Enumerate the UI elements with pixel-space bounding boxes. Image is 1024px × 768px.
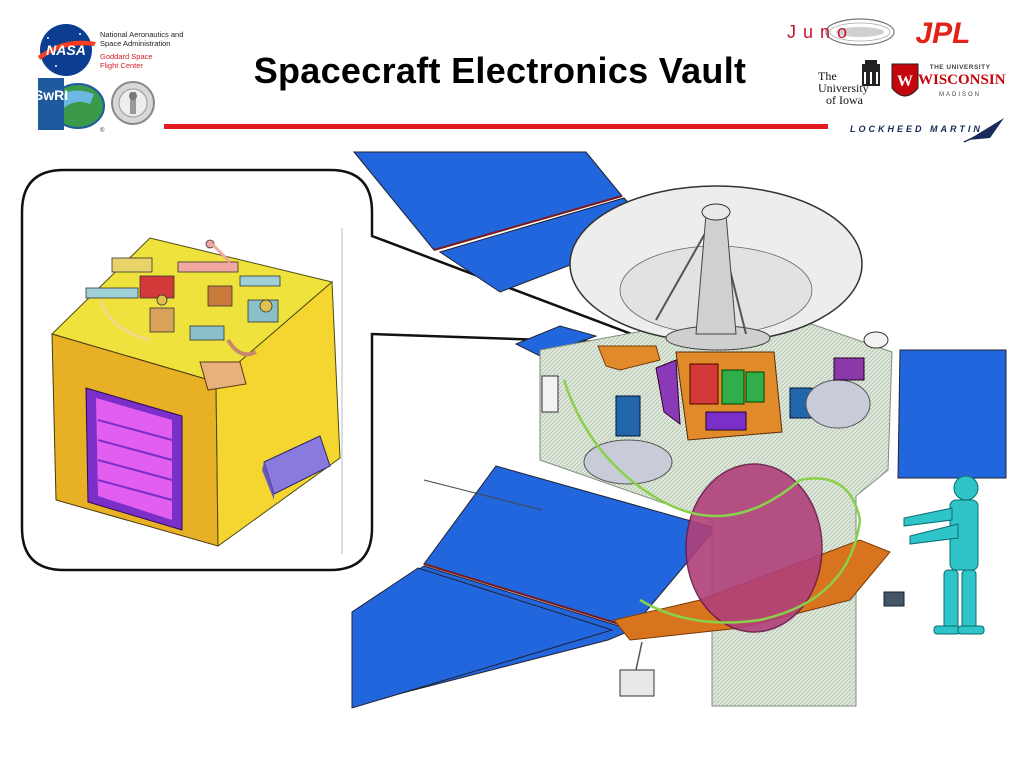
iowa-line2: University bbox=[818, 81, 869, 95]
orange-boom bbox=[597, 345, 661, 371]
sensor-left bbox=[541, 375, 559, 413]
purple-box-right bbox=[833, 357, 865, 381]
solar-panel-right bbox=[897, 349, 1007, 479]
wisconsin-line1: THE UNIVERSITY bbox=[929, 64, 991, 71]
green-cable-harness bbox=[562, 379, 862, 624]
jhu-apl-seal-icon bbox=[111, 81, 155, 125]
cylinder-right bbox=[805, 379, 871, 429]
juno-wordmark: Juno bbox=[787, 22, 855, 42]
lockheed-martin-star-icon bbox=[963, 118, 1004, 143]
swri-logo-icon: SwRI ® bbox=[36, 78, 105, 134]
vault-top-plumbing bbox=[85, 239, 281, 357]
iowa-wordmark: The University of Iowa bbox=[818, 70, 882, 106]
title-underline-rule bbox=[164, 124, 828, 129]
svg-text:W: W bbox=[897, 73, 913, 90]
nasa-center-line2: Flight Center bbox=[100, 61, 143, 70]
jpl-logo-icon: JPL bbox=[915, 17, 970, 48]
nasa-center-text: National Aeronautics and Space Administr… bbox=[100, 30, 192, 70]
iowa-line1: The bbox=[818, 69, 837, 83]
lockheed-martin-wordmark: LOCKHEED MARTIN bbox=[850, 124, 983, 134]
blue-component-left bbox=[615, 395, 641, 437]
vault-inset-model bbox=[51, 228, 343, 554]
nasa-name-line1: National Aeronautics and bbox=[100, 30, 184, 39]
solar-panel-bottom-left bbox=[351, 465, 717, 709]
nasa-center-line1: Goddard Space bbox=[100, 52, 153, 61]
propellant-tank bbox=[685, 463, 823, 633]
swri-mark: SwRI bbox=[36, 87, 68, 103]
nasa-name-line2: Space Administration bbox=[100, 39, 171, 48]
spacecraft-vault-illustration bbox=[20, 151, 1007, 709]
nasa-mark: NASA bbox=[46, 42, 86, 58]
slide-title: Spacecraft Electronics Vault bbox=[253, 50, 747, 91]
nasa-logo-icon: NASA bbox=[38, 24, 96, 76]
wisconsin-line2: WISCONSIN bbox=[918, 72, 1006, 88]
thruster-cluster bbox=[883, 591, 905, 607]
electronics-vault-inside bbox=[655, 351, 783, 441]
university-of-iowa-logo-icon bbox=[862, 60, 880, 86]
magnetometer-boom bbox=[423, 479, 543, 511]
astronaut-figure bbox=[903, 475, 985, 635]
jpl-wordmark: JPL bbox=[915, 17, 970, 48]
svg-text:®: ® bbox=[100, 127, 105, 134]
sensor-bottom bbox=[619, 669, 655, 697]
cylinder-left bbox=[583, 439, 673, 485]
iowa-line3: of Iowa bbox=[826, 93, 863, 107]
wisconsin-crest-icon: W bbox=[891, 63, 919, 97]
wisconsin-line3: MADISON bbox=[938, 92, 981, 98]
cone-fitting bbox=[863, 331, 889, 349]
juno-logo-icon bbox=[825, 18, 895, 46]
high-gain-antenna bbox=[569, 185, 863, 351]
